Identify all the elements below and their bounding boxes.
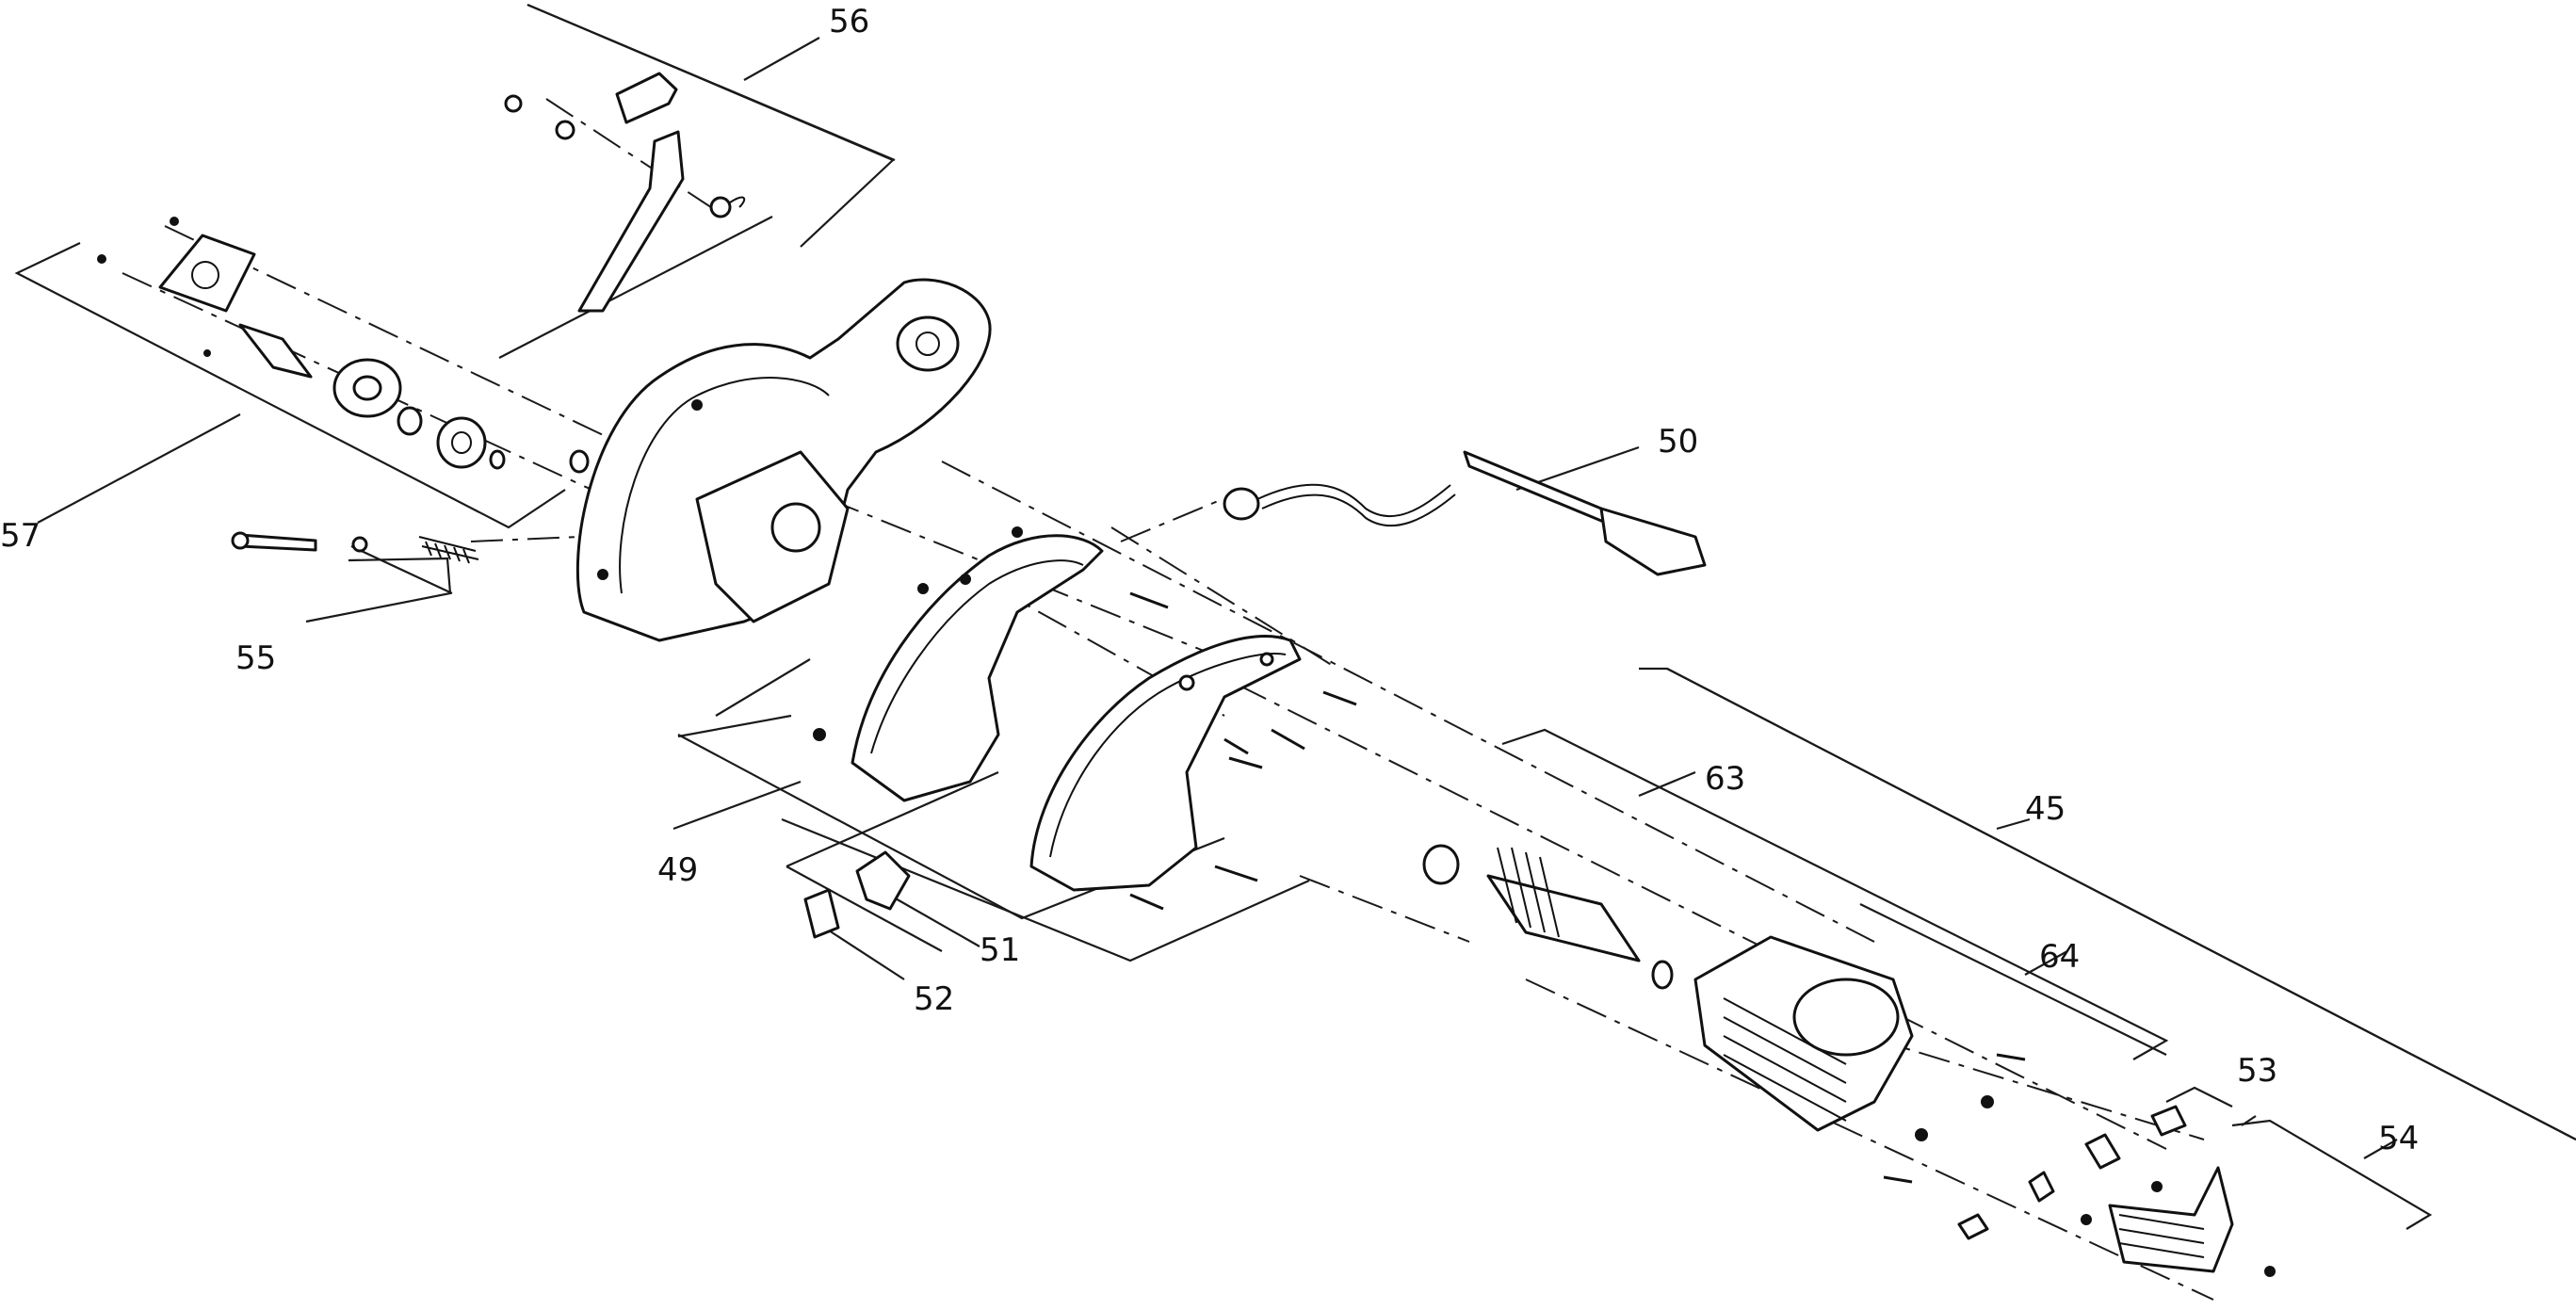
callout-49: 49 (657, 851, 698, 889)
callout-45: 45 (2025, 790, 2066, 828)
motor-housing (1693, 935, 1914, 1132)
handle-half-49 (813, 526, 1104, 802)
callout-53: 53 (2237, 1052, 2277, 1090)
callout-50: 50 (1658, 423, 1698, 461)
armature-63 (1422, 844, 1674, 990)
callout-55: 55 (235, 639, 276, 677)
screws (1129, 591, 2026, 1184)
callout-64: 64 (2039, 938, 2080, 976)
lever-assembly-56 (504, 72, 746, 313)
power-cord-50 (1223, 450, 1707, 576)
switch-parts-51-52 (803, 850, 911, 939)
callout-56: 56 (829, 3, 869, 40)
callout-labels: 56 57 55 50 49 51 52 63 45 64 53 54 (0, 3, 2419, 1157)
handle-half-b (1029, 635, 1302, 892)
callout-52: 52 (914, 980, 954, 1018)
bolt-spring-55 (231, 531, 479, 564)
callout-54: 54 (2378, 1120, 2419, 1157)
gear-assembly-57 (97, 217, 590, 474)
brush-parts-53-54 (1915, 1095, 2276, 1277)
leader-lines (14, 3, 2576, 1230)
blade-guard-housing (575, 278, 992, 642)
callout-63: 63 (1705, 760, 1745, 798)
callout-51: 51 (980, 931, 1020, 969)
callout-57: 57 (0, 517, 41, 555)
